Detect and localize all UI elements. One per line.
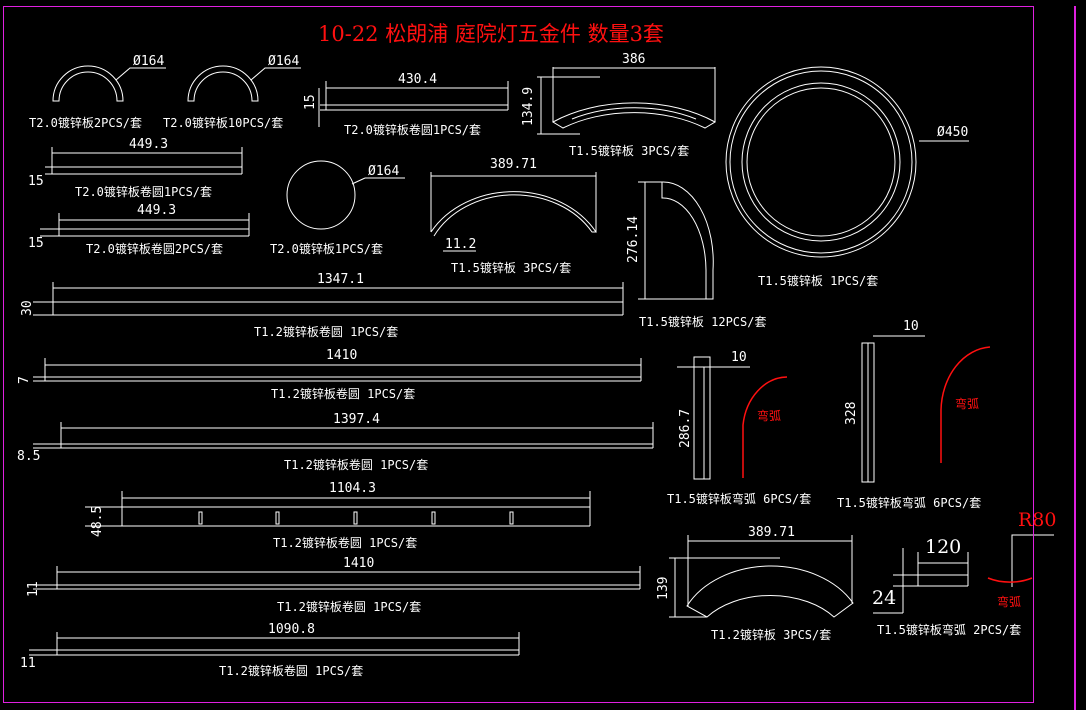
half-ring-part-1 [52, 65, 166, 102]
strip-part-1104 [85, 491, 591, 527]
disk-part-164 [286, 160, 405, 230]
bend-note: 弯弧 [955, 397, 980, 411]
ring-part-450 [725, 66, 969, 258]
dimension-text: 11 [20, 656, 36, 671]
dimension-text: 8.5 [17, 449, 41, 464]
dimension-text: 449.3 [137, 203, 177, 218]
dimension-text: 1410 [326, 348, 358, 363]
dimension-text: 10 [903, 319, 919, 334]
dimension-text: 15 [28, 174, 44, 189]
part-label: T1.2镀锌板卷圆 1PCS/套 [271, 387, 416, 401]
dimension-text: 386 [622, 52, 646, 67]
part-label: T1.5镀锌板 12PCS/套 [639, 315, 767, 329]
bend-arc-2 [940, 346, 991, 463]
bend-arc-1 [742, 376, 788, 478]
dimension-text: 11 [26, 581, 41, 597]
dimension-text: 10 [731, 350, 747, 365]
part-label: T2.0镀锌板卷圆1PCS/套 [75, 185, 213, 199]
dimension-text: 139 [656, 576, 671, 600]
strip-part-1347 [33, 282, 624, 316]
small-bar-part-120 [873, 534, 1054, 614]
half-ring-part-2 [187, 65, 301, 102]
part-label: T1.5镀锌板弯弧 6PCS/套 [667, 492, 812, 506]
strip-part-449-a [45, 147, 243, 175]
dimension-text: 389.71 [748, 525, 795, 540]
part-label: T2.0镀锌板2PCS/套 [29, 116, 143, 130]
dimension-text: Ø164 [268, 54, 300, 69]
dimension-text: 1090.8 [268, 622, 315, 637]
drawing-title: 10-22 松朗浦 庭院灯五金件 数量3套 [318, 22, 664, 46]
dimension-text: 1410 [343, 556, 375, 571]
part-label: T1.5镀锌板 3PCS/套 [451, 261, 572, 275]
part-label: T1.2镀锌板卷圆 1PCS/套 [277, 600, 422, 614]
radius-annotation: R80 [1018, 509, 1057, 531]
dimension-text: 430.4 [398, 72, 438, 87]
dimension-text: 449.3 [129, 137, 169, 152]
dimension-text: 15 [303, 94, 318, 110]
part-label: T1.2镀锌板卷圆 1PCS/套 [284, 458, 429, 472]
strip-part-1410-a [33, 358, 642, 382]
part-label: T2.0镀锌板1PCS/套 [270, 242, 384, 256]
part-label: T1.2镀锌板卷圆 1PCS/套 [273, 536, 418, 550]
dimension-text: 1397.4 [333, 412, 380, 427]
dimension-text: 48.5 [90, 505, 105, 537]
dimension-text: 1347.1 [317, 272, 364, 287]
bend-note: 弯弧 [997, 595, 1022, 609]
dimension-text: 328 [844, 401, 859, 425]
strip-part-1397 [33, 422, 654, 449]
bar-part-286 [677, 356, 750, 480]
part-label: T1.5镀锌板弯弧 6PCS/套 [837, 496, 982, 510]
arc-part-389-b [669, 535, 854, 618]
dimension-text: 24 [872, 587, 897, 609]
dimension-text: 286.7 [678, 408, 693, 448]
dimension-text: 276.14 [626, 216, 641, 263]
dimension-text: 15 [28, 236, 44, 251]
dimension-text: Ø164 [133, 54, 165, 69]
drawing-frame-right-edge [1074, 6, 1076, 710]
part-label: T1.5镀锌板弯弧 2PCS/套 [877, 623, 1022, 637]
dimension-text: 30 [20, 300, 35, 316]
bend-note: 弯弧 [757, 409, 782, 423]
quarter-part-276 [638, 181, 714, 300]
dimension-text: Ø164 [368, 164, 400, 179]
strip-part-430 [318, 81, 509, 127]
strip-part-1410-b [33, 566, 641, 590]
dimension-text: 7 [17, 376, 32, 384]
strip-part-1090 [29, 632, 520, 656]
strip-part-449-b [40, 213, 250, 237]
part-label: T2.0镀锌板10PCS/套 [163, 116, 284, 130]
dimension-text: 120 [925, 536, 962, 558]
part-label: T1.2镀锌板卷圆 1PCS/套 [219, 664, 364, 678]
part-label: T1.2镀锌板 3PCS/套 [711, 628, 832, 642]
part-label: T1.5镀锌板 1PCS/套 [758, 274, 879, 288]
bend-arc-3 [987, 577, 1033, 583]
arc-segment-part-386 [537, 67, 717, 135]
dimension-text: Ø450 [937, 125, 969, 140]
dimension-text: 11.2 [445, 237, 477, 252]
arc-part-389 [430, 172, 597, 252]
dimension-text: 389.71 [490, 157, 537, 172]
dimension-text: 1104.3 [329, 481, 376, 496]
part-label: T2.0镀锌板卷圆1PCS/套 [344, 123, 482, 137]
bar-part-328 [861, 335, 925, 483]
part-label: T1.5镀锌板 3PCS/套 [569, 144, 690, 158]
part-label: T2.0镀锌板卷圆2PCS/套 [86, 242, 224, 256]
part-label: T1.2镀锌板卷圆 1PCS/套 [254, 325, 399, 339]
dimension-text: 134.9 [521, 86, 536, 126]
